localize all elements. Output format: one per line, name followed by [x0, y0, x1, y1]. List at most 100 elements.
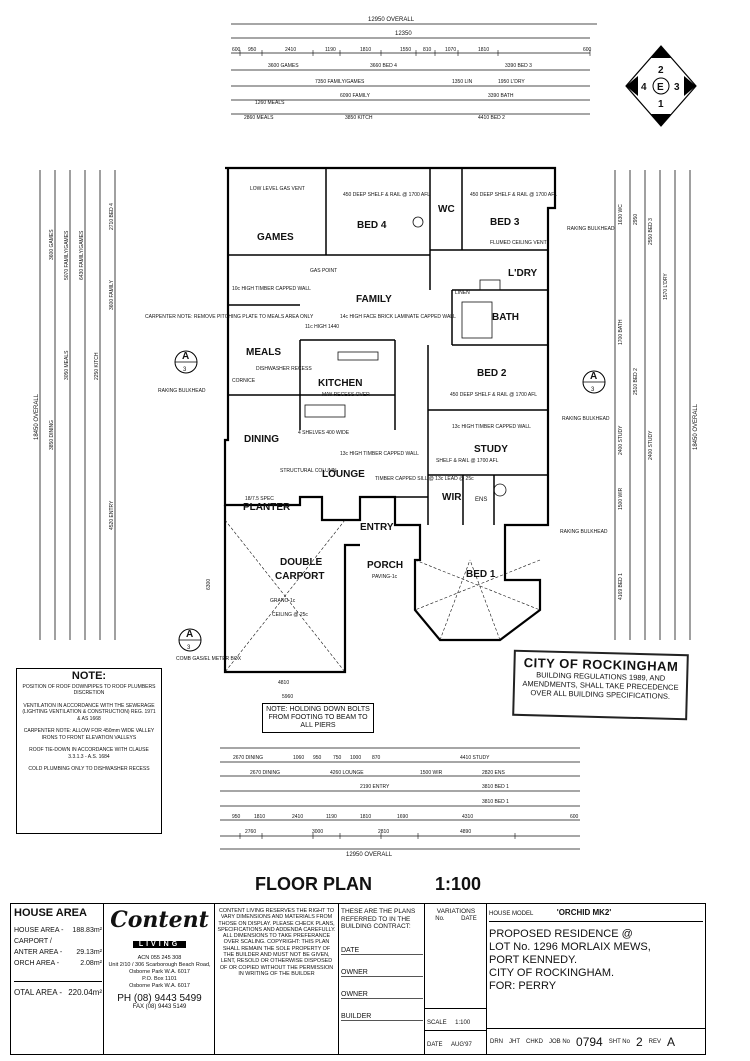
room-porch: PORCH	[367, 560, 403, 571]
house-model: 'ORCHID MK2'	[556, 908, 612, 917]
dim-bot-overall: 12950 OVERALL	[346, 852, 393, 858]
svg-text:A: A	[182, 351, 189, 362]
builder-field: BUILDER	[341, 1013, 423, 1021]
dim-bot-r6-1: 3000	[312, 829, 323, 835]
drawing-title: FLOOR PLAN	[255, 874, 372, 894]
compass: 2 4 E 3 1	[625, 45, 697, 127]
note-shelf-bed4: 450 DEEP SHELF & RAIL @ 1700 AFL	[343, 192, 430, 198]
dim-left-6: 4520 ENTRY	[109, 500, 115, 530]
dim-top-r2-2: 3390 BED 3	[505, 63, 532, 69]
project-line-3: PORT KENNEDY.	[489, 954, 578, 966]
dim-left-3: 3050 MEALS	[64, 350, 70, 380]
scale-label: SCALE	[427, 1020, 447, 1026]
note-mw-recess: M/W RECESS OVER	[322, 392, 370, 398]
dim-carport-h: 6300	[206, 579, 212, 590]
dim-top-r1-4: 1810	[360, 47, 371, 53]
dim-right-0: 1630 WC	[618, 204, 624, 225]
dim-bot-r2-3: 2820 ENS	[482, 770, 505, 776]
dim-top-r1-7: 1070	[445, 47, 456, 53]
note-5: COLD PLUMBING ONLY TO DISHWASHER RECESS	[28, 766, 150, 772]
disclaimer-panel: CONTENT LIVING RESERVES THE RIGHT TO VAR…	[217, 908, 336, 1052]
dim-right-4: 2510 BED 2	[633, 368, 639, 395]
stamp-text: BUILDING REGULATIONS 1989, AND AMENDMENT…	[522, 670, 679, 701]
note-1: POSITION OF ROOF DOWNPIPES TO ROOF PLUMB…	[22, 683, 156, 697]
dim-bot-r1-1: 1060	[293, 755, 304, 761]
project-line-1: PROPOSED RESIDENCE @	[489, 928, 633, 940]
note-shelves: 4 SHELVES 400 WIDE	[298, 430, 350, 436]
dim-bot-r1-6: 4410 STUDY	[460, 755, 490, 761]
note-1440: 11c HIGH 1440	[305, 324, 339, 330]
dim-left-8: 2710 BED 4	[109, 203, 115, 230]
dim-bot-r5-7: 600	[570, 814, 579, 820]
variations-date: DATE	[461, 915, 477, 922]
date2-value: AUG'97	[451, 1042, 472, 1048]
variations-panel: VARIATIONS No. DATE	[427, 908, 485, 1008]
ha-value-0: 188.83m²	[72, 927, 102, 934]
project-line-4: CITY OF ROCKINGHAM.	[489, 967, 615, 979]
title-block: HOUSE AREA HOUSE AREA -188.83m² CARPORT …	[10, 903, 706, 1055]
note-study-wall: 13c HIGH TIMBER CAPPED WALL	[452, 424, 531, 430]
dim-top-r5-2: 4410 BED 2	[478, 115, 505, 121]
svg-text:A: A	[186, 629, 193, 640]
ha-label-2: ANTER AREA -	[14, 949, 63, 956]
kitchen-pantry	[304, 404, 346, 418]
holding-bolts-note: NOTE: HOLDING DOWN BOLTS FROM FOOTING TO…	[262, 703, 374, 733]
kitchen-bench	[337, 351, 379, 361]
house-area-panel: HOUSE AREA HOUSE AREA -188.83m² CARPORT …	[14, 907, 102, 1053]
company-addr2: Osborne Park W.A. 6017	[129, 969, 190, 975]
project-panel: HOUSE MODEL 'ORCHID MK2' PROPOSED RESIDE…	[489, 908, 703, 1028]
note-raking-3: RAKING BULKHEAD	[560, 529, 608, 535]
room-bed3: BED 3	[490, 217, 520, 228]
compass-2: 2	[658, 65, 664, 76]
dim-right-7: 4169 BED 1	[618, 573, 624, 600]
room-bed1: BED 1	[466, 569, 496, 580]
ensuite-shower	[493, 483, 507, 497]
rev-label: REV	[648, 1038, 661, 1045]
room-bed2: BED 2	[477, 368, 507, 379]
council-stamp: CITY OF ROCKINGHAM BUILDING REGULATIONS …	[512, 649, 689, 721]
note-shelf-bed3: 450 DEEP SHELF & RAIL @ 1700 AFL	[470, 192, 557, 198]
dim-bot-r6-3: 4890	[460, 829, 471, 835]
room-family: FAMILY	[356, 294, 392, 305]
section-marker-left: A 3	[174, 350, 198, 374]
note-2: VENTILATION IN ACCORDANCE WITH THE SEWER…	[22, 702, 156, 722]
drn-label: DRN	[490, 1038, 503, 1045]
dim-top-12350: 12350	[395, 31, 412, 37]
company-phone: PH (08) 9443 5499	[117, 993, 202, 1004]
svg-text:3: 3	[187, 645, 191, 651]
dim-bot-r3-0: 2190 ENTRY	[360, 784, 390, 790]
dim-bot-r5-3: 1190	[326, 814, 337, 820]
room-bed4: BED 4	[357, 220, 387, 231]
dim-right-overall: 18450 OVERALL	[693, 403, 699, 450]
plans-ref-panel: THESE ARE THE PLANS REFERRED TO IN THE B…	[341, 908, 423, 1052]
note-flumed: FLUMED CEILING VENT	[490, 240, 547, 246]
note-column: STRUCTURAL COLUMN	[280, 468, 337, 474]
room-games: GAMES	[257, 232, 294, 243]
dim-top-r1-2: 2410	[285, 47, 296, 53]
disclaimer-text: CONTENT LIVING RESERVES THE RIGHT TO VAR…	[217, 908, 336, 977]
dim-left-7: 3600 FAMILY	[109, 279, 115, 310]
owner-field-2: OWNER	[341, 991, 423, 999]
dim-bot-r1-0: 2670 DINING	[233, 755, 263, 761]
company-addr3: P.O. Box 1101	[142, 976, 177, 982]
dim-left-2: 6430 FAMILY/GAMES	[79, 230, 85, 280]
bath-tub	[461, 301, 493, 339]
dim-left-0: 3600 GAMES	[49, 229, 55, 260]
dim-right-8: 1570 L'DRY	[663, 273, 669, 300]
dim-top-r2-1: 3660 BED 4	[370, 63, 397, 69]
room-dining: DINING	[244, 434, 279, 445]
dim-left-5: 2250 KITCH	[94, 352, 100, 380]
dim-top-r3-0: 7350 FAMILY/GAMES	[315, 79, 365, 85]
sht-label: SHT No	[608, 1038, 630, 1045]
dim-top-r3-1: 1350 LIN	[452, 79, 473, 85]
dim-bot-r1-5: 870	[372, 755, 381, 761]
dim-left-overall: 18450 OVERALL	[34, 393, 40, 440]
dim-bot-r3-1: 3810 BED 1	[482, 784, 509, 790]
compass-e: E	[657, 82, 664, 93]
laundry-trough	[479, 279, 501, 291]
note-raking-1: RAKING BULKHEAD	[562, 416, 610, 422]
dim-right-5: 2400 STUDY	[618, 425, 624, 455]
dim-left-4: 3850 DINING	[49, 420, 55, 450]
dim-bot-r4-0: 3810 BED 1	[482, 799, 509, 805]
